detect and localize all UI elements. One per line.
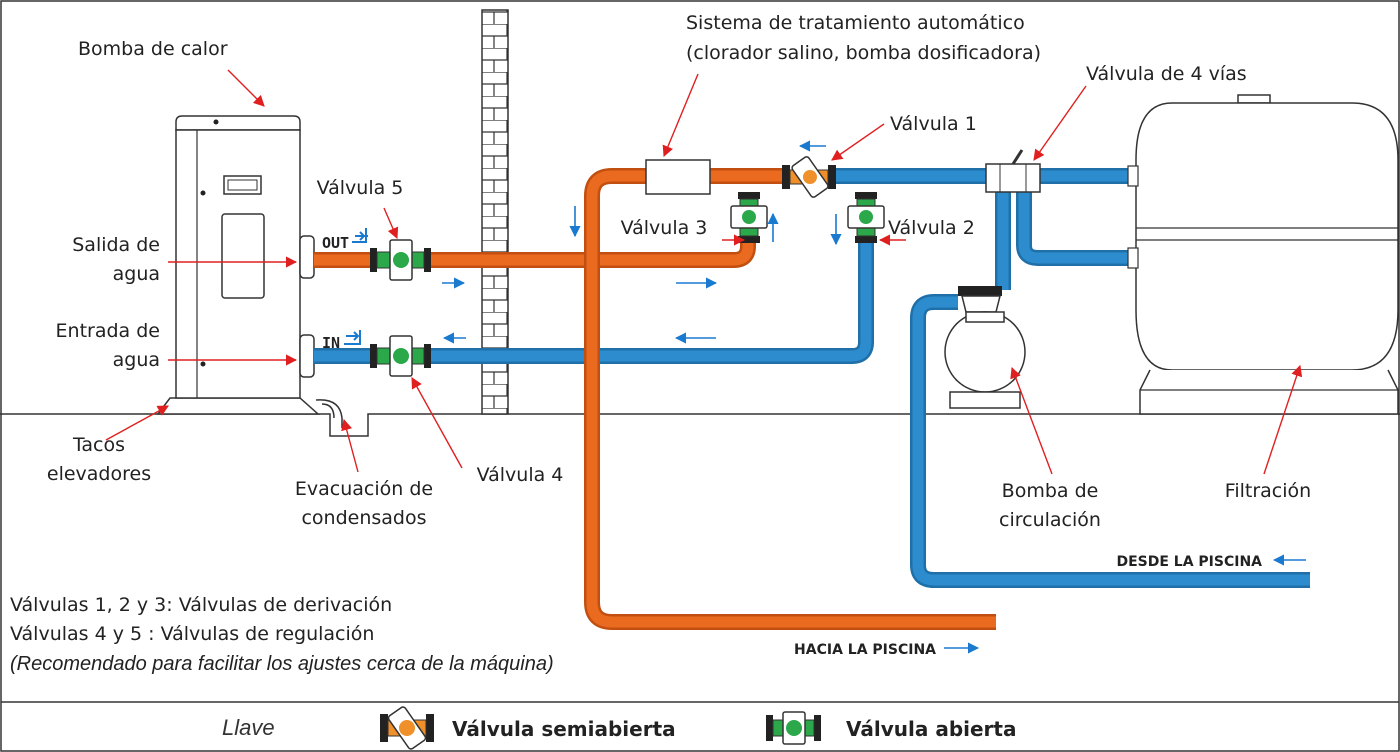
label-water-out-1: Salida de	[72, 234, 160, 256]
legend-key: Llave	[222, 715, 275, 740]
label-water-in-2: agua	[113, 349, 160, 371]
note-regulation-valves: Válvulas 4 y 5 : Válvulas de regulación	[10, 623, 374, 645]
legend-half-open-icon	[380, 706, 434, 750]
label-condensate-1: Evacuación de	[295, 478, 433, 500]
label-from-pool: DESDE LA PISCINA	[1116, 554, 1262, 570]
out-icon	[352, 228, 368, 243]
legend-open: Válvula abierta	[846, 717, 1016, 741]
circulation-pump	[944, 286, 1026, 409]
label-treatment-1: Sistema de tratamiento automático	[686, 12, 1025, 34]
label-valve-4: Válvula 4	[477, 464, 564, 486]
ground-line	[0, 413, 1400, 437]
legend-half-open: Válvula semiabierta	[452, 717, 676, 741]
four-way-valve	[985, 149, 1041, 193]
valve-1	[782, 156, 836, 198]
label-feet-1: Tacos	[72, 434, 125, 456]
label-feet-2: elevadores	[47, 463, 151, 485]
valve-5	[370, 239, 431, 281]
legend-open-icon	[766, 711, 821, 745]
filter-tank	[1127, 94, 1399, 415]
label-water-out-2: agua	[113, 263, 160, 285]
label-heat-pump: Bomba de calor	[78, 38, 228, 60]
note-bypass-valves: Válvulas 1, 2 y 3: Válvulas de derivació…	[10, 594, 392, 616]
hot-water-pipes	[314, 168, 996, 630]
legend: Llave Válvula semiabierta Válvula abiert…	[222, 706, 1016, 750]
label-valve-3: Válvula 3	[621, 217, 708, 239]
cold-water-pipes	[314, 168, 1310, 588]
label-water-in-1: Entrada de	[56, 320, 160, 342]
treatment-system	[645, 159, 711, 195]
label-treatment-2: (clorador salino, bomba dosificadora)	[686, 42, 1041, 64]
heat-pump	[156, 115, 343, 428]
label-valve-5: Válvula 5	[317, 177, 404, 199]
brick-wall	[481, 9, 509, 415]
callout-arrows	[105, 69, 1303, 475]
valve-3	[730, 192, 768, 243]
label-filtration: Filtración	[1225, 480, 1311, 502]
valve-4	[370, 335, 431, 377]
flow-arrows	[442, 140, 1306, 654]
label-condensate-2: condensados	[301, 507, 426, 529]
valve-2	[847, 192, 885, 243]
out-tag: OUT	[322, 234, 349, 252]
label-four-way-valve: Válvula de 4 vías	[1086, 63, 1247, 85]
in-icon	[344, 330, 361, 345]
label-circ-pump-2: circulación	[999, 509, 1101, 531]
note-recommendation: (Recomendado para facilitar los ajustes …	[10, 653, 554, 675]
in-tag: IN	[322, 334, 340, 352]
label-circ-pump-1: Bomba de	[1002, 480, 1099, 502]
label-valve-2: Válvula 2	[888, 217, 975, 239]
label-to-pool: HACIA LA PISCINA	[794, 642, 936, 658]
label-valve-1: Válvula 1	[890, 113, 977, 135]
